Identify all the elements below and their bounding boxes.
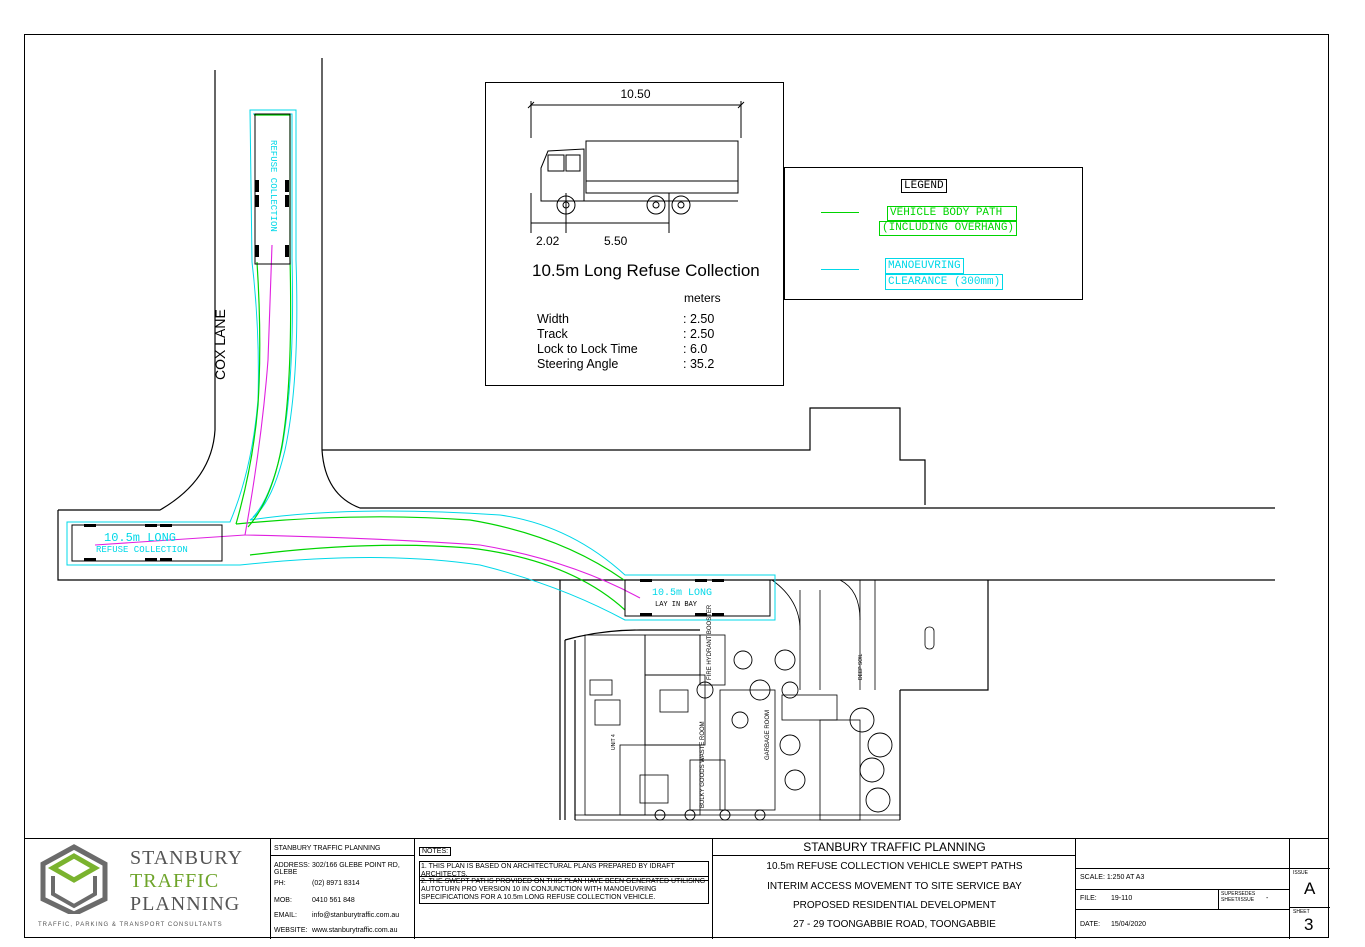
logo-line2: TRAFFIC — [130, 870, 220, 892]
garbage-room-label: GARBAGE ROOM — [765, 709, 771, 760]
sheet-value: 3 — [1304, 915, 1314, 934]
contact-cell: STANBURY TRAFFIC PLANNING ADDRESS:302/16… — [270, 839, 415, 939]
body-path-swatch — [821, 212, 859, 213]
spec-table: Width: 2.50 Track: 2.50 Lock to Lock Tim… — [537, 312, 714, 372]
street-label: COX LANE — [212, 309, 228, 380]
file-label: FILE: — [1080, 895, 1097, 902]
notes-title: NOTES: — [419, 847, 452, 856]
unit-label: UNIT 4 — [611, 734, 617, 750]
contact-row: WEBSITE:www.stanburytraffic.com.au — [274, 927, 398, 934]
contact-row: ADDRESS:302/166 GLEBE POINT RD, GLEBE — [274, 862, 400, 876]
vehicle-label-line2: REFUSE COLLECTION — [96, 545, 188, 555]
fire-hydrant-label: FIRE HYDRANT BOOSTER — [707, 604, 713, 680]
logo-line3: PLANNING — [130, 893, 241, 915]
drawing-title-line4: 27 - 29 TOONGABBIE ROAD, TOONGABBIE — [793, 919, 996, 930]
legend-title: LEGEND — [901, 179, 947, 193]
title-block: STANBURY TRAFFIC PLANNING TRAFFIC, PARKI… — [24, 838, 1330, 939]
drawing-frame — [24, 34, 1329, 938]
note-2: 2. THE SWEPT PATHS PROVIDED ON THIS PLAN… — [419, 876, 709, 904]
date-value: 15/04/2020 — [1111, 921, 1147, 928]
issue-sheet-cell: ISSUE A SHEET 3 — [1289, 839, 1330, 939]
contact-row: EMAIL:info@stanburytraffic.com.au — [274, 912, 400, 919]
drawing-title-line1: 10.5m REFUSE COLLECTION VEHICLE SWEPT PA… — [766, 861, 1023, 872]
clearance-swatch — [821, 269, 859, 270]
wheelbase-dimension: 5.50 — [604, 234, 628, 248]
date-label: DATE: — [1080, 921, 1101, 928]
clearance-envelope — [66, 109, 776, 621]
centre-path — [244, 244, 641, 599]
bay-vehicle-label: 10.5m LONG — [652, 588, 713, 599]
sheet-label: SHEET — [1293, 909, 1310, 915]
body-path-outer — [247, 114, 292, 528]
scale-label: SCALE: 1:250 AT A3 — [1080, 874, 1145, 881]
issue-value: A — [1304, 879, 1316, 898]
drawing-title-line2: INTERIM ACCESS MOVEMENT TO SITE SERVICE … — [767, 881, 1022, 892]
spec-row: Lock to Lock Time: 6.0 — [537, 342, 708, 356]
cox-lane-west-edge — [58, 70, 216, 511]
road-south-edge — [57, 510, 1275, 581]
building-outline — [322, 407, 926, 505]
length-dimension: 10.50 — [620, 87, 651, 101]
file-value: 19-110 — [1111, 895, 1133, 902]
vehicle-label-vertical: REFUSE COLLECTION — [268, 140, 278, 232]
truck-elevation — [527, 101, 745, 233]
legend-box: LEGEND VEHICLE BODY PATH (INCLUDING OVER… — [784, 167, 1083, 300]
project-company: STANBURY TRAFFIC PLANNING — [803, 840, 986, 854]
deep-soil-label: DEEP SOIL — [858, 653, 864, 680]
bay-label: LAY IN BAY — [655, 601, 698, 609]
spec-row: Track: 2.50 — [537, 327, 715, 341]
front-overhang-dimension: 2.02 — [536, 234, 560, 248]
drawing-title-line3: PROPOSED RESIDENTIAL DEVELOPMENT — [792, 900, 996, 911]
contact-row: MOB:0410 561 848 — [274, 897, 355, 904]
spec-row: Width: 2.50 — [537, 312, 715, 326]
company-logo-icon — [40, 844, 108, 914]
spec-title: 10.5m Long Refuse Collection — [532, 261, 760, 280]
supersedes-value: - — [1266, 895, 1269, 902]
units-label: meters — [684, 291, 721, 305]
info-cell: SCALE: 1:250 AT A3 FILE: 19-110 SUPERSED… — [1075, 839, 1290, 939]
legend-item-body: VEHICLE BODY PATH (INCLUDING OVERHANG) — [879, 206, 1018, 236]
contact-company: STANBURY TRAFFIC PLANNING — [274, 845, 381, 852]
logo-line1: STANBURY — [130, 847, 244, 869]
cox-lane-east-edge — [321, 58, 1275, 509]
issue-label: ISSUE — [1293, 870, 1309, 876]
project-title-cell: STANBURY TRAFFIC PLANNING 10.5m REFUSE C… — [712, 839, 1076, 939]
bulky-goods-label: BULKY GOODS WASTE ROOM — [700, 721, 706, 808]
contact-row: PH:(02) 8971 8314 — [274, 880, 360, 887]
logo-tagline: TRAFFIC, PARKING & TRANSPORT CONSULTANTS — [38, 922, 223, 928]
note-1: 1. THIS PLAN IS BASED ON ARCHITECTURAL P… — [419, 861, 709, 881]
legend-item-clearance: MANOEUVRING CLEARANCE (300mm) — [885, 258, 1004, 290]
logo-cell: STANBURY TRAFFIC PLANNING TRAFFIC, PARKI… — [24, 839, 270, 939]
notes-cell: NOTES: 1. THIS PLAN IS BASED ON ARCHITEC… — [414, 839, 712, 939]
spec-row: Steering Angle: 35.2 — [537, 357, 715, 371]
vehicle-label-line1: 10.5m LONG — [104, 531, 177, 545]
vehicle-spec-box: 10.50 2.02 5.50 10.5m Long Refuse Collec… — [485, 82, 784, 386]
